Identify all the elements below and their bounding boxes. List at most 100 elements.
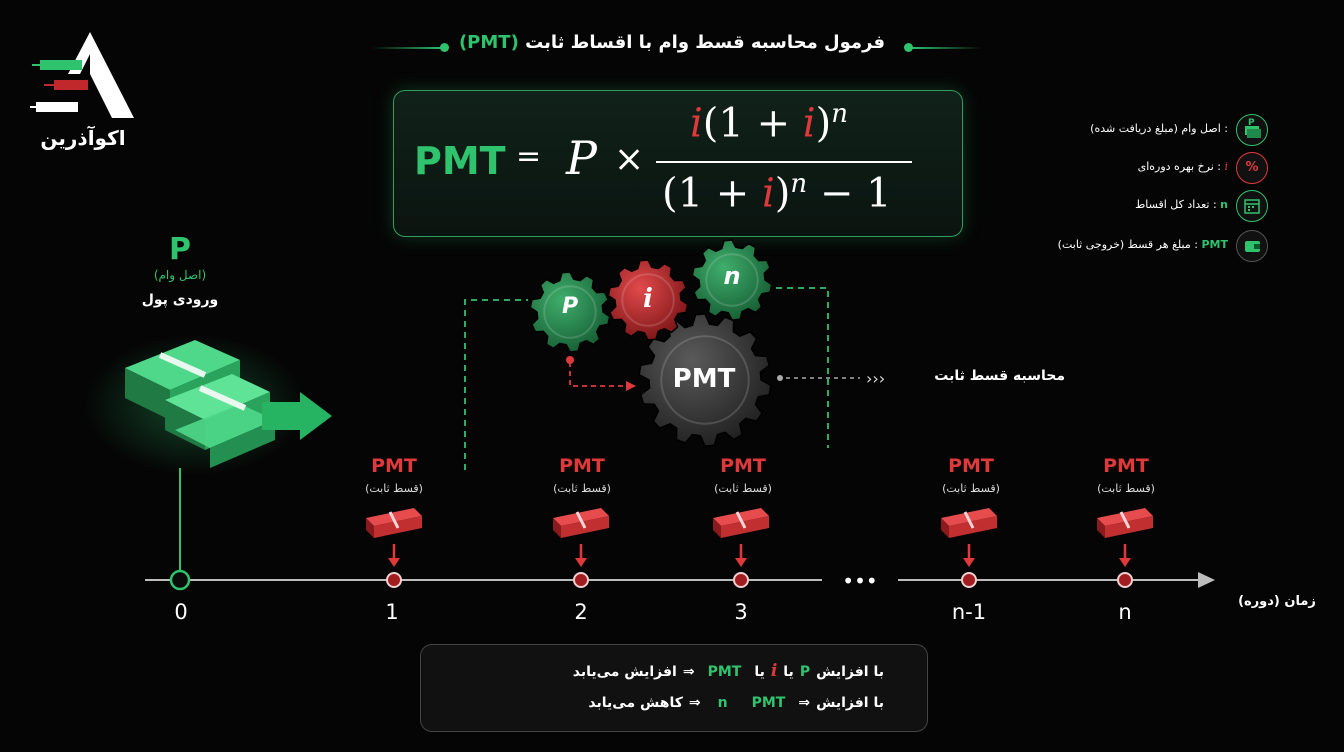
- gear-i-icon: [607, 259, 689, 341]
- legend-p-icon-letter: P: [1248, 118, 1255, 128]
- note-pmt: PMT: [707, 664, 742, 680]
- legend-sep: :: [1217, 160, 1221, 173]
- payment-2: PMT(قسط ثابت): [537, 455, 627, 575]
- logo-mark-icon: [30, 32, 134, 118]
- gear-n-icon: [691, 239, 773, 321]
- cash-icon: P: [1236, 114, 1268, 146]
- numerator-i2: i: [802, 100, 816, 147]
- payment-n: PMT (قسط ثابت): [1081, 455, 1171, 575]
- legend-item-i: % i : نرخ بهره دوره‌ای: [1000, 152, 1268, 184]
- input-letter: P: [169, 232, 191, 267]
- denominator-i: i: [762, 170, 775, 217]
- red-cash-icon: [553, 508, 609, 538]
- legend-desc: نرخ بهره دوره‌ای: [1137, 160, 1214, 173]
- gear-p-icon: [529, 271, 611, 353]
- calendar-icon: [1236, 190, 1268, 222]
- legend-text-p: : اصل وام (مبلغ دریافت شده): [1090, 122, 1228, 135]
- tick-label-3: 3: [734, 600, 748, 624]
- note-result: کاهش می‌یابد: [588, 695, 683, 711]
- title-dot-left: [440, 43, 449, 52]
- input-label: ورودی پول: [141, 292, 219, 308]
- title-text: فرمول محاسبه قسط وام با اقساط ثابت: [525, 32, 886, 53]
- tick-3: [733, 572, 749, 588]
- input-sub: (اصل وام): [153, 268, 207, 282]
- note-pmt: PMT: [751, 695, 786, 711]
- formula-equals: =: [516, 139, 542, 174]
- title-line-left: [372, 47, 444, 49]
- red-cash-icon: [366, 508, 422, 538]
- legend-desc: اصل وام (مبلغ دریافت شده): [1090, 122, 1221, 135]
- denominator-open: (1 +: [662, 170, 762, 217]
- percent-icon: %: [1236, 152, 1268, 184]
- page-title-bar: فرمول محاسبه قسط وام با اقساط ثابت (PMT): [0, 30, 1344, 66]
- title-highlight: (PMT): [458, 32, 519, 53]
- timeline-ellipsis: •••: [842, 569, 877, 593]
- tick-4: [961, 572, 977, 588]
- formula-times: ×: [614, 139, 645, 180]
- tick-label-n-1: n-1: [951, 600, 987, 624]
- note-line-1: با افزایشPیاiیاPMT⇒افزایش می‌یابد: [570, 661, 887, 681]
- legend-key: n: [1220, 198, 1228, 211]
- legend-text-pmt: PMT : مبلغ هر قسط (خروجی ثابت): [1058, 238, 1228, 251]
- legend-key: PMT: [1201, 238, 1228, 251]
- legend-sep: :: [1212, 198, 1217, 211]
- legend-sep: :: [1194, 238, 1198, 251]
- gear-p-label: P: [561, 294, 579, 319]
- legend-text-n: n : تعداد کل اقساط: [1135, 198, 1228, 211]
- gear-pmt-icon: [638, 313, 772, 447]
- tick-2: [573, 572, 589, 588]
- timeline-arrowhead-icon: [1198, 572, 1215, 588]
- numerator-exp: n: [831, 99, 848, 129]
- payment-sub: (قسط ثابت): [942, 482, 1000, 495]
- down-arrowhead-icon: [963, 558, 975, 567]
- legend-desc: مبلغ هر قسط (خروجی ثابت): [1057, 238, 1191, 251]
- denominator-tail: − 1: [807, 170, 892, 217]
- title-dot-right: [904, 43, 913, 52]
- legend-text-i: i : نرخ بهره دوره‌ای: [1138, 160, 1228, 173]
- gear-n-icon-ring: [705, 253, 759, 307]
- note-text: با افزایش: [816, 664, 884, 680]
- note-text: با افزایش: [816, 695, 884, 711]
- payment-label: PMT: [1103, 455, 1149, 477]
- formula-p: P: [566, 131, 597, 185]
- note-box: با افزایشPیاiیاPMT⇒افزایش می‌یابد با افز…: [420, 644, 928, 732]
- calc-chevrons-icon: ›››: [866, 369, 885, 388]
- payment-3: PMT(قسط ثابت): [698, 455, 788, 575]
- axis-label: زمان (دوره): [1238, 594, 1316, 609]
- formula-box: PMT = P × i(1 + i)n (1 + i)n − 1: [393, 90, 963, 237]
- numerator-close: ): [815, 100, 832, 147]
- calc-label: محاسبه قسط ثابت: [934, 368, 1065, 384]
- tick-1: [386, 572, 402, 588]
- down-arrowhead-icon: [575, 558, 587, 567]
- numerator-i: i: [690, 100, 703, 147]
- formula-denominator: (1 + i)n − 1: [662, 169, 892, 216]
- flow-arrowhead-icon: [626, 381, 636, 391]
- red-cash-icon: [941, 508, 997, 538]
- legend-sep: :: [1224, 122, 1228, 135]
- note-or: یا: [783, 664, 794, 680]
- note-or: یا: [754, 664, 765, 680]
- gear-n-label: n: [723, 262, 741, 290]
- denominator-exp: n: [790, 169, 808, 199]
- note-i: i: [770, 661, 778, 681]
- red-cash-icon: [713, 508, 769, 538]
- logo-text: اکوآذرین: [40, 126, 126, 150]
- red-cash-icon: [1097, 508, 1153, 538]
- implies-icon: ⇒: [798, 695, 811, 711]
- note-result: افزایش می‌یابد: [572, 664, 677, 680]
- flow-dot: [566, 356, 574, 364]
- payment-n-1: PMT(قسط ثابت): [926, 455, 1016, 575]
- denominator-close: ): [774, 170, 791, 217]
- bracket-right: [776, 287, 829, 448]
- payment-label: PMT: [371, 455, 417, 477]
- formula-numerator: i(1 + i)n: [690, 99, 848, 146]
- wallet-icon: [1236, 230, 1268, 262]
- legend-desc: تعداد کل اقساط: [1135, 198, 1210, 211]
- legend-item-pmt: PMT : مبلغ هر قسط (خروجی ثابت): [1000, 230, 1268, 262]
- fraction-bar: [656, 161, 912, 163]
- payment-sub: (قسط ثابت): [1097, 482, 1155, 495]
- down-arrowhead-icon: [735, 558, 747, 567]
- gear-p-icon-ring: [543, 285, 597, 339]
